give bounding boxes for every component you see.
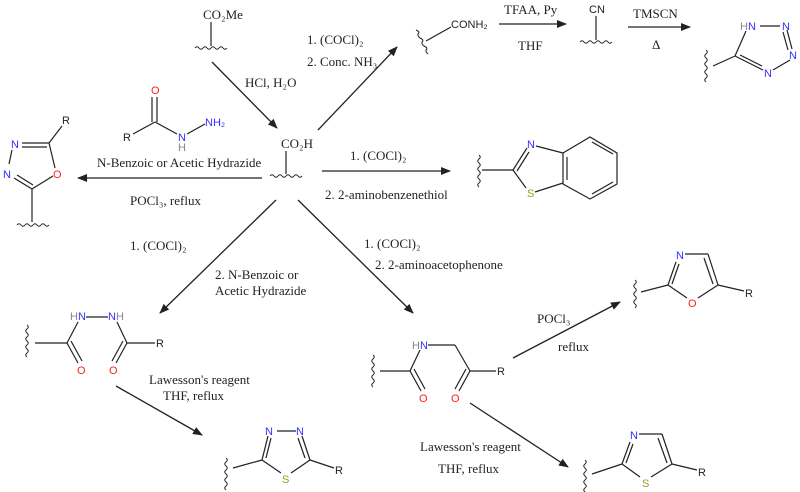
carboxylic-acid-structure: CO₂H xyxy=(269,136,313,178)
nitrile-structure: CN xyxy=(579,4,613,44)
hydrazide-reagent-structure: O R N H NH₂ xyxy=(123,85,225,154)
r-label: R xyxy=(62,115,70,127)
arrow-hydrolysis xyxy=(211,61,278,129)
reagent-label: POCl₃ xyxy=(537,311,570,326)
n-label: N xyxy=(789,50,797,62)
o-label: O xyxy=(419,393,428,405)
reagent-label: THF xyxy=(518,38,543,53)
diacylhydrazine-structure: H N N H R O O xyxy=(25,311,164,377)
reagent-label: TFAA, Py xyxy=(504,2,558,17)
n-label: N xyxy=(78,311,86,323)
o-label: O xyxy=(77,365,86,377)
reagent-label: HCl, H₂O xyxy=(245,75,296,90)
s-label: S xyxy=(642,478,649,490)
wavy-bond xyxy=(25,324,29,358)
h-label: H xyxy=(70,311,78,323)
h-label: H xyxy=(116,311,124,323)
n-label: N xyxy=(296,426,304,438)
n-label: N xyxy=(676,250,684,262)
reagent-label: reflux xyxy=(558,339,590,354)
oxadiazole-structure: R N N O xyxy=(3,115,70,227)
benzothiazole-structure: N S xyxy=(477,136,618,200)
s-label: S xyxy=(527,188,534,200)
o-label: O xyxy=(451,393,460,405)
r-label: R xyxy=(335,465,343,477)
wavy-bond xyxy=(704,49,708,83)
reagent-label: THF, reflux xyxy=(163,388,225,403)
h-label: H xyxy=(178,142,186,154)
wavy-bond xyxy=(579,40,613,44)
reagent-label: 2. N-Benzoic or xyxy=(215,267,299,282)
n-label: N xyxy=(764,68,772,80)
reagent-label: 1. (COCl)₂ xyxy=(130,238,187,253)
n-label: N xyxy=(630,430,638,442)
oxazole-structure: N O R xyxy=(633,250,753,310)
reagent-label: Lawesson's reagent xyxy=(149,372,250,387)
reagent-label: 1. (COCl)₂ xyxy=(364,236,421,251)
h-label: H xyxy=(740,21,748,33)
reagent-label: THF, reflux xyxy=(438,461,500,476)
r-label: R xyxy=(745,288,753,300)
primary-amide-structure: CONH₂ xyxy=(415,19,488,55)
arrow-thiazole xyxy=(469,402,569,468)
arrow-diacylhydrazine xyxy=(159,199,277,314)
arrow-oxazole xyxy=(512,301,621,359)
thiazole-structure: N S R xyxy=(583,430,706,492)
reagent-label: Δ xyxy=(652,37,660,52)
reagent-label: Acetic Hydrazide xyxy=(215,283,307,298)
r-label: R xyxy=(156,338,164,350)
wavy-bond xyxy=(633,279,637,309)
reagent-label: TMSCN xyxy=(633,6,678,21)
n-label: N xyxy=(265,426,273,438)
o-label: O xyxy=(151,85,160,97)
arrow-thiadiazole xyxy=(115,385,203,436)
n-label: N xyxy=(748,21,756,33)
arrow-amide xyxy=(317,46,398,131)
wavy-bond xyxy=(16,223,50,227)
h-label: H xyxy=(412,340,420,352)
r-label: R xyxy=(123,132,131,144)
r-label: R xyxy=(497,366,505,378)
n-label: N xyxy=(178,132,186,144)
n-label: N xyxy=(3,169,11,181)
n-label: N xyxy=(420,340,428,352)
arrow-ketoamide xyxy=(297,199,414,314)
co2h-label: CO₂H xyxy=(281,136,313,151)
reagent-label: 2. Conc. NH₃ xyxy=(307,54,377,69)
conh2-label: CONH₂ xyxy=(451,19,488,31)
wavy-bond xyxy=(194,46,228,50)
n-label: N xyxy=(527,139,535,151)
reagent-label: 1. (COCl)₂ xyxy=(307,32,364,47)
nh2-label: NH₂ xyxy=(205,117,225,129)
reagent-label: 2. 2-aminoacetophenone xyxy=(375,257,503,272)
o-label: O xyxy=(109,365,118,377)
tetrazole-structure: H N N N N xyxy=(704,21,797,83)
wavy-bond xyxy=(371,354,375,388)
r-label: R xyxy=(698,467,706,479)
ketoamide-structure: H N R O O xyxy=(371,340,505,405)
wavy-bond xyxy=(269,174,303,178)
reagent-label: Lawesson's reagent xyxy=(420,439,521,454)
co2me-label: CO₂Me xyxy=(203,7,243,22)
o-label: O xyxy=(688,298,697,310)
methyl-ester-structure: CO₂Me xyxy=(194,7,243,50)
reagent-label: 1. (COCl)₂ xyxy=(350,148,407,163)
wavy-bond xyxy=(415,29,429,55)
reagent-label: POCl₃, reflux xyxy=(130,193,201,208)
reagent-label: 2. 2-aminobenzenethiol xyxy=(325,187,448,202)
cn-label: CN xyxy=(589,4,605,16)
s-label: S xyxy=(282,474,289,486)
wavy-bond xyxy=(224,457,228,491)
n-label: N xyxy=(108,311,116,323)
wavy-bond xyxy=(583,459,587,492)
thiadiazole-structure: N N S R xyxy=(224,426,343,491)
n-label: N xyxy=(782,21,790,33)
o-label: O xyxy=(53,169,62,181)
n-label: N xyxy=(11,139,19,151)
reagent-label: N-Benzoic or Acetic Hydrazide xyxy=(97,155,261,170)
wavy-bond xyxy=(477,154,481,188)
